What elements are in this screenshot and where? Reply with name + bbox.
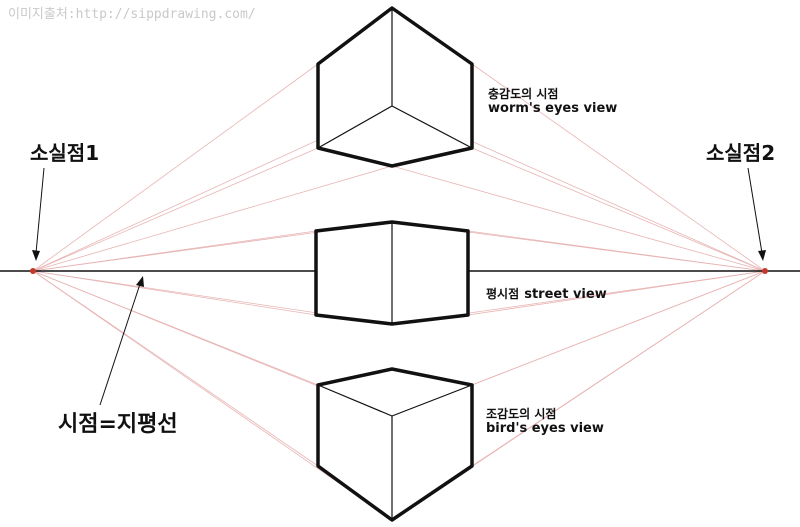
bird-eye-label-english: bird's eyes view — [486, 420, 604, 436]
horizon-label: 시점=지평선 — [58, 412, 178, 437]
bird-eye-label: 조감도의 시점 bird's eyes view — [486, 407, 604, 437]
watermark-source: 이미지출처:http://sippdrawing.com/ — [8, 7, 256, 22]
worm-eye-cube — [316, 6, 474, 168]
bird-eye-label-korean: 조감도의 시점 — [486, 407, 557, 421]
vanishing-point-1-marker — [30, 268, 36, 274]
vanishing-point-1-arrow — [32, 167, 45, 261]
construction-lines-vp1 — [32, 63, 393, 521]
street-view-label: 평시점 street view — [486, 284, 607, 303]
worm-eye-label-english: worm's eyes view — [488, 100, 618, 116]
bird-eye-cube — [316, 367, 474, 522]
worm-eye-label-korean: 충감도의 시점 — [488, 87, 559, 101]
vanishing-point-2-arrow — [747, 167, 766, 261]
vanishing-point-1-label: 소실점1 — [30, 141, 100, 165]
street-view-label-korean: 평시점 — [486, 287, 520, 301]
horizon-pointer-arrow — [99, 276, 144, 406]
street-view-label-english: street view — [524, 287, 607, 302]
worm-eye-label: 충감도의 시점 worm's eyes view — [488, 87, 618, 117]
vanishing-point-2-marker — [762, 268, 768, 274]
vanishing-point-2-label: 소실점2 — [706, 141, 776, 165]
street-view-cube — [314, 220, 470, 326]
